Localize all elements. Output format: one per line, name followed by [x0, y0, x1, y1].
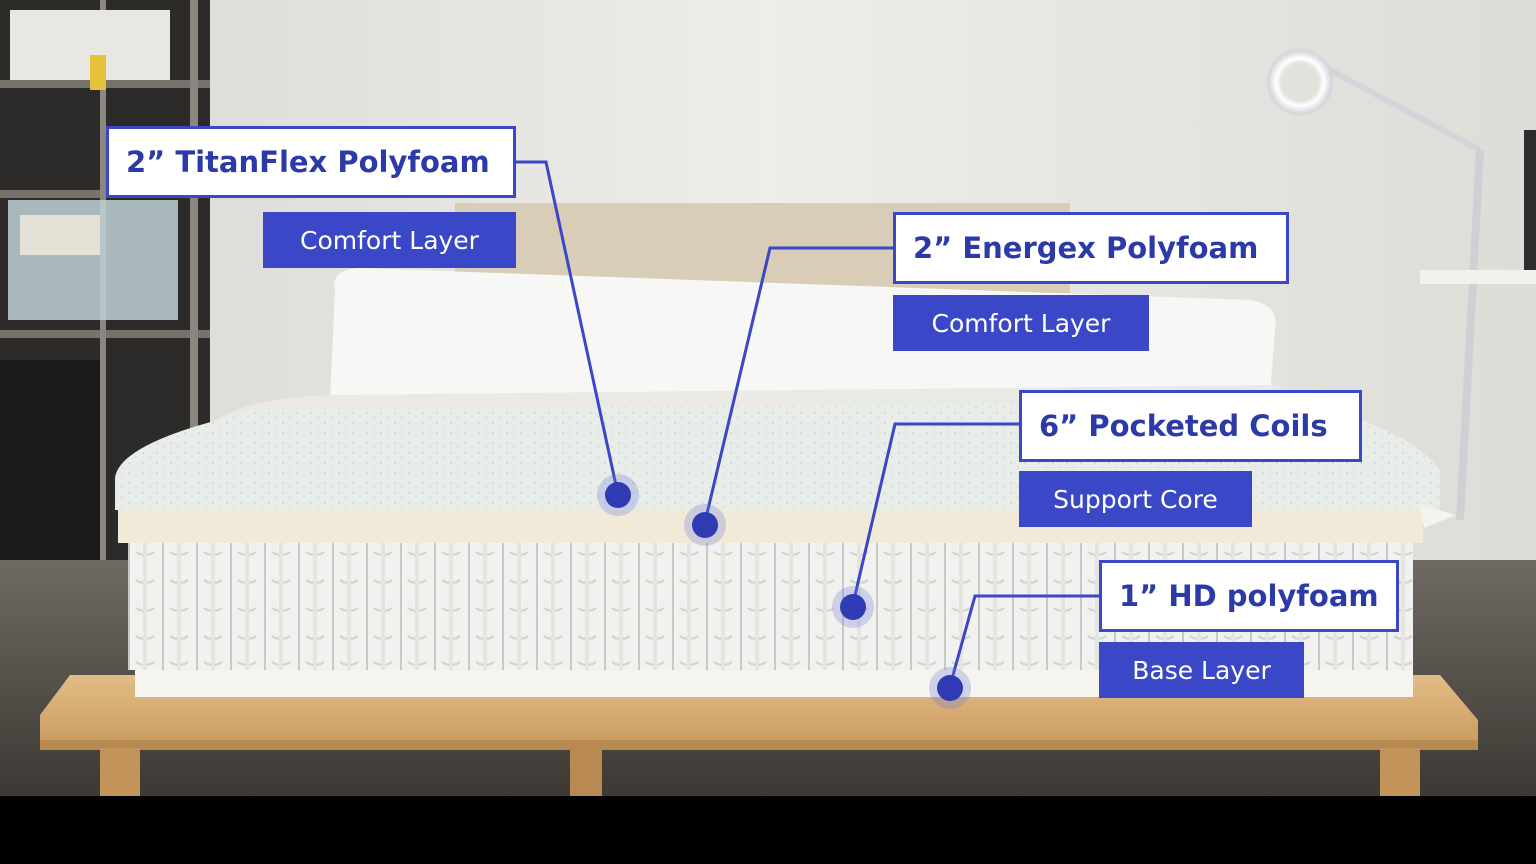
- layer-subtitle-coils: Support Core: [1019, 471, 1252, 527]
- marker-base: [929, 667, 971, 709]
- marker-coils: [832, 586, 874, 628]
- marker-energex: [684, 504, 726, 546]
- layer-subtitle-energex: Comfort Layer: [893, 295, 1149, 351]
- layer-title-titanflex: 2” TitanFlex Polyfoam: [106, 126, 516, 198]
- mattress-photo: 2” TitanFlex Polyfoam Comfort Layer 2” E…: [0, 0, 1536, 796]
- layer-title-base: 1” HD polyfoam: [1099, 560, 1399, 632]
- layer-subtitle-base: Base Layer: [1099, 642, 1304, 698]
- layer-subtitle-titanflex: Comfort Layer: [263, 212, 516, 268]
- marker-titanflex: [597, 474, 639, 516]
- bottom-letterbox-bar: [0, 796, 1536, 864]
- layer-title-energex: 2” Energex Polyfoam: [893, 212, 1289, 284]
- layer-title-coils: 6” Pocketed Coils: [1019, 390, 1362, 462]
